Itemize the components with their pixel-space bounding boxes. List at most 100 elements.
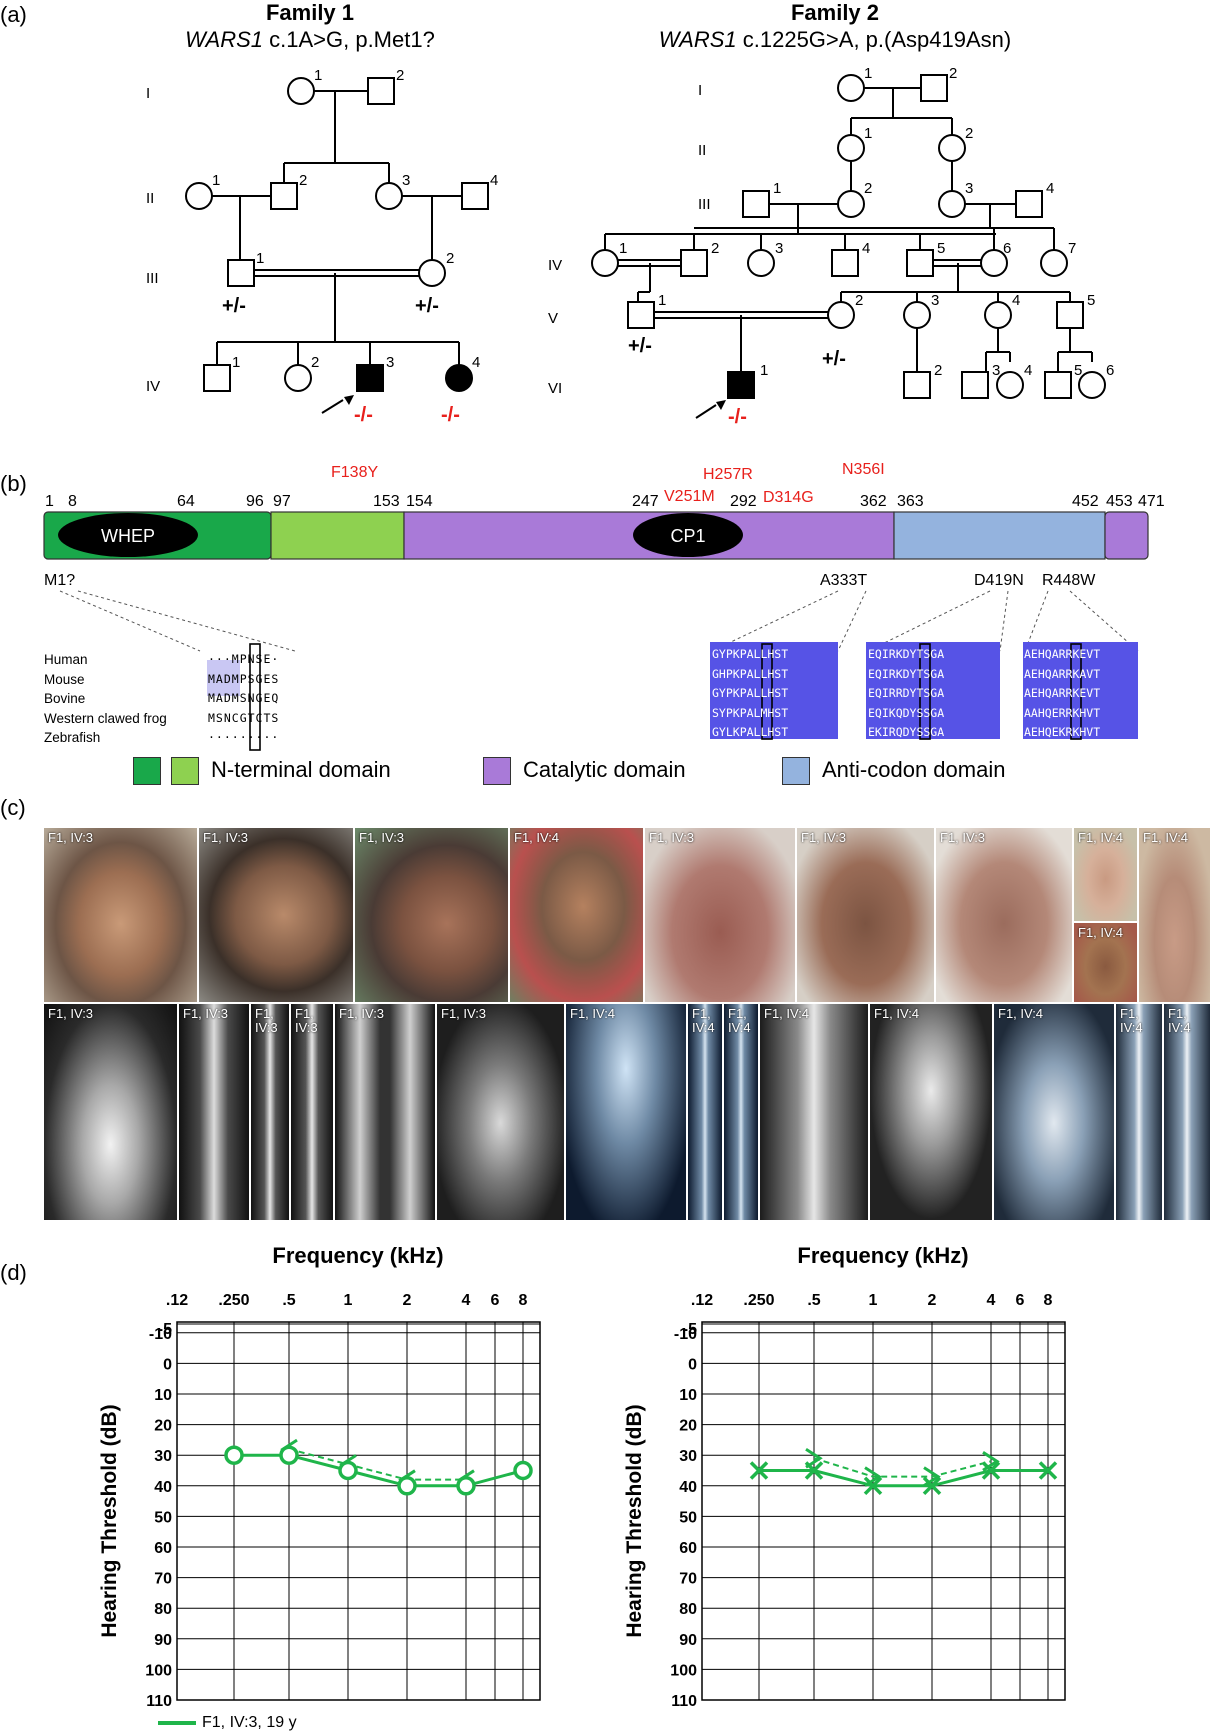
f1-gen-III: III — [146, 270, 159, 287]
aln-m1-row: MADMPSGES — [208, 671, 280, 686]
photo-label: F1, IV:3 — [359, 830, 405, 845]
svg-text:1: 1 — [864, 65, 872, 82]
air-conduction-line — [759, 1469, 1048, 1488]
svg-text:1: 1 — [773, 180, 781, 197]
db-tick-label: 30 — [154, 1448, 172, 1465]
f1-gen-IV: IV — [146, 378, 160, 395]
variant-r448w: R448W — [1042, 572, 1096, 589]
f2-gen-I: I — [698, 82, 702, 99]
aln-d419-row: EQIRKDYTSGA — [868, 666, 945, 681]
family2-gene: WARS1 — [658, 27, 737, 52]
svg-text:4: 4 — [862, 240, 870, 257]
svg-text:3: 3 — [992, 362, 1000, 379]
aln-m1-row: MSNCGTCTS — [208, 710, 280, 725]
freq-tick-label: .5 — [807, 1292, 820, 1309]
freq-tick-label: .250 — [218, 1292, 249, 1309]
legend-anticodon: Anti-codon domain — [822, 757, 1006, 782]
svg-text:4: 4 — [490, 172, 498, 189]
svg-text:4: 4 — [1012, 292, 1020, 309]
svg-text:2: 2 — [949, 65, 957, 82]
photo-label: F1, IV:3 — [339, 1006, 385, 1021]
svg-text:6: 6 — [1106, 362, 1114, 379]
species-zebrafish: Zebrafish — [44, 730, 101, 745]
pos-363: 363 — [897, 493, 924, 510]
photo-label: F1, IV:3 — [203, 830, 249, 845]
legend-catalytic: Catalytic domain — [523, 757, 686, 782]
f2-gen-VI: VI — [548, 380, 562, 397]
alignment-a333: GYPKPALLHST GHPKPALLHST GYPKPALLHST SYPK… — [712, 645, 788, 743]
db-tick-label: 50 — [679, 1509, 697, 1526]
svg-text:2: 2 — [396, 67, 404, 84]
aln-d419-row: EQIRKDYTSGA — [868, 647, 945, 661]
species-mouse: Mouse — [44, 671, 85, 687]
aln-a333-row: GYPKPALLHST — [712, 647, 789, 661]
db-tick-label: 50 — [154, 1509, 172, 1526]
legend-swatch-anticodon — [782, 757, 810, 785]
aln-r448-row: AEHQARRKAVT — [1024, 666, 1101, 681]
audiogram-legend-text: F1, IV:3, 19 y — [202, 1714, 297, 1731]
alignment-m1: ···MPNSE· MADMPSGES MADMSNGEQ MSNCGTCTS … — [208, 650, 279, 748]
f1-IV3-genotype: -/- — [354, 404, 373, 426]
svg-text:2: 2 — [711, 240, 719, 257]
db-tick-label: 110 — [146, 1693, 172, 1710]
photo-label: F1, IV:4 — [874, 1006, 920, 1021]
db-tick-label: 70 — [154, 1571, 172, 1588]
air-marker-x — [749, 1461, 769, 1480]
svg-text:1: 1 — [232, 354, 240, 371]
photo-label: F1, IV:4 — [1168, 1006, 1191, 1035]
pos-1: 1 — [45, 493, 54, 510]
air-marker-o — [224, 1445, 244, 1465]
freq-tick-label: 4 — [462, 1292, 471, 1309]
f2-V1-genotype: +/- — [628, 335, 652, 357]
freq-tick-label: 2 — [928, 1292, 937, 1309]
svg-text:2: 2 — [965, 125, 973, 142]
xray-arm-girl-2: F1, IV:4 — [1164, 1004, 1210, 1220]
audiogram-frame — [701, 1321, 1066, 1701]
species-bovine: Bovine — [44, 691, 86, 706]
bone-conduction-line — [813, 1457, 992, 1478]
photo-label: F1, IV:3 — [940, 830, 986, 845]
f1-III2-genotype: +/- — [415, 295, 439, 317]
pos-453: 453 — [1106, 493, 1133, 510]
air-marker-o — [338, 1460, 358, 1481]
svg-text:3: 3 — [386, 354, 394, 371]
audiogram-frame — [176, 1321, 541, 1701]
freq-tick-label: .5 — [282, 1292, 295, 1309]
svg-text:4: 4 — [1046, 180, 1054, 197]
variant-d314g: D314G — [763, 489, 814, 506]
photo-label: F1, IV:3 — [255, 1006, 278, 1035]
species-list: Human Mouse Bovine Western clawed frog Z… — [44, 650, 167, 748]
db-tick-label: 100 — [145, 1662, 172, 1679]
svg-text:3: 3 — [965, 180, 973, 197]
xray-arm-girl-1: F1, IV:4 — [1116, 1004, 1162, 1220]
svg-text:5: 5 — [1074, 362, 1082, 379]
panel-label-b: (b) — [0, 471, 27, 496]
alignment-r448: AEHQARRKEVT AEHQARRKAVT AEHQARRKEVT AAHQ… — [1024, 645, 1100, 743]
air-marker-o — [397, 1476, 417, 1496]
freq-tick-label: 6 — [1016, 1292, 1025, 1309]
f2-gen-IV: IV — [548, 257, 562, 274]
photo-label: F1, IV:4 — [998, 1006, 1044, 1021]
pos-471: 471 — [1138, 493, 1165, 510]
xray-chest-girl: F1, IV:4 — [870, 1004, 992, 1220]
f1-gen-I: I — [146, 85, 150, 102]
svg-text:2: 2 — [446, 250, 454, 267]
photo-face-profile-2: F1, IV:3 — [355, 828, 508, 1002]
photo-label: F1, IV:4 — [1143, 830, 1189, 845]
db-tick-label: 90 — [679, 1632, 697, 1649]
variant-v251m: V251M — [664, 488, 715, 505]
aln-m1-row: ········· — [208, 730, 280, 744]
db-tick-label: -5 — [158, 1321, 172, 1338]
legend-swatch-catalytic — [483, 757, 511, 785]
photo-face-girl: F1, IV:4 — [510, 828, 643, 1002]
db-tick-label: 100 — [670, 1662, 697, 1679]
panel-label-a: (a) — [0, 2, 27, 27]
db-tick-label: 110 — [671, 1693, 697, 1710]
freq-tick-label: 2 — [403, 1292, 412, 1309]
audiogram-left: Frequency (kHz)Hearing Threshold (dB)-5-… — [98, 1243, 541, 1710]
pos-292: 292 — [730, 493, 757, 510]
xray-arm-2: F1, IV:3 — [291, 1004, 333, 1220]
f2-gen-V: V — [548, 310, 558, 327]
db-tick-label: 60 — [679, 1540, 697, 1557]
photo-hands-girl: F1, IV:4 — [1074, 828, 1137, 921]
